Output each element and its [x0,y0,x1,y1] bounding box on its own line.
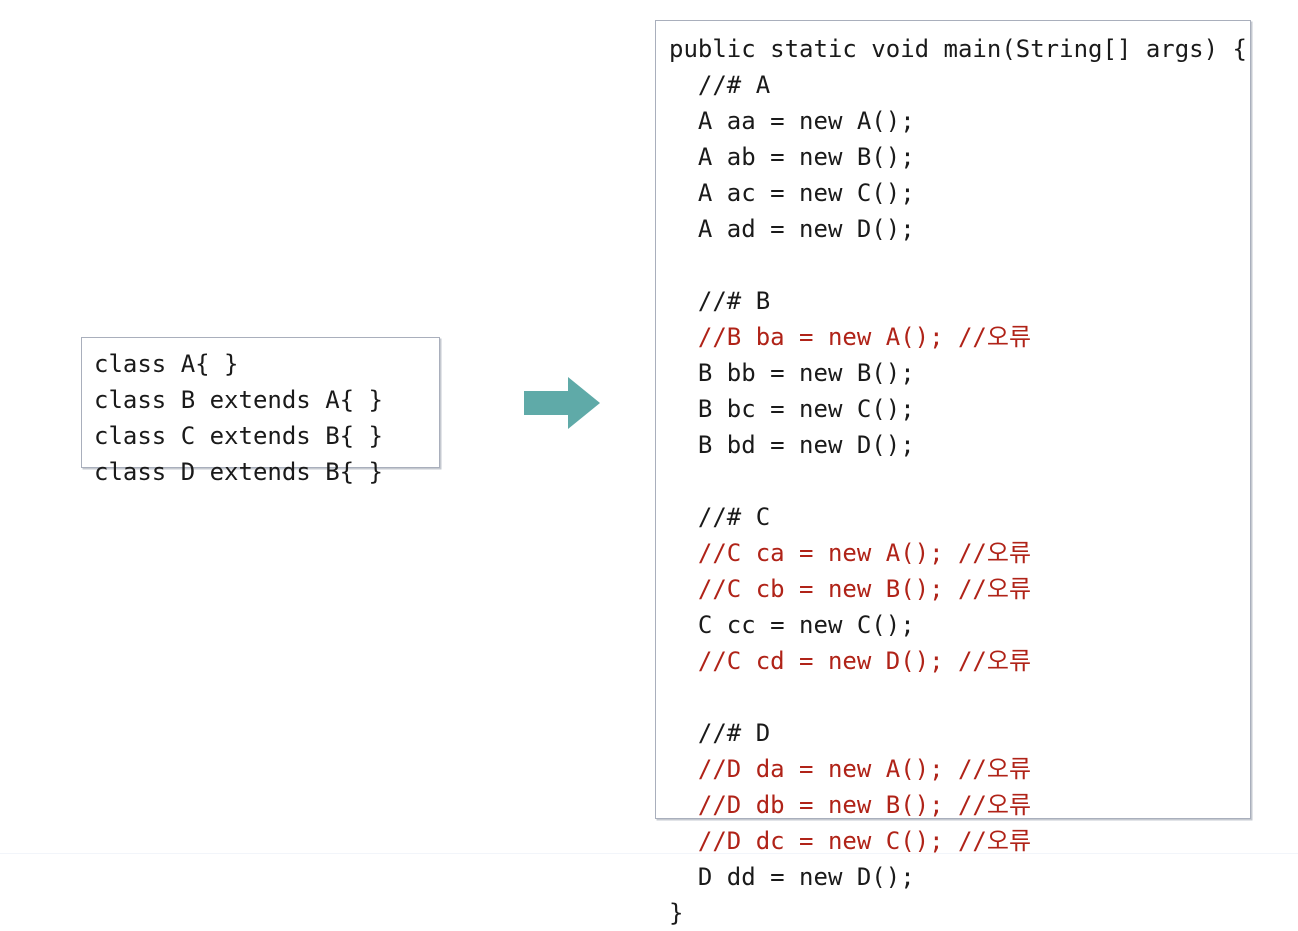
code-line: D dd = new D(); [669,863,915,891]
code-line: class D extends B{ } [94,458,383,486]
main-method-box: public static void main(String[] args) {… [655,20,1251,927]
code-line: A ab = new B(); [669,143,915,171]
code-line: B bb = new B(); [669,359,915,387]
main-method-lines: public static void main(String[] args) {… [669,31,1250,931]
code-line-blank [669,247,1250,283]
code-line: class B extends A{ } [94,386,383,414]
code-line-blank [669,463,1250,499]
code-line: B bc = new C(); [669,395,915,423]
arrow-right-shape [524,377,600,429]
code-line-error: //C cb = new B(); //오류 [669,575,1032,603]
code-line-blank [669,679,1250,715]
code-line-error: //D dc = new C(); //오류 [669,827,1032,855]
code-line-error: //B ba = new A(); //오류 [669,323,1032,351]
slide-bottom-rule [0,853,1298,854]
code-line: B bd = new D(); [669,431,915,459]
class-declaration-lines: class A{ } class B extends A{ } class C ex… [94,346,439,490]
code-line: //# B [669,287,771,315]
arrow-right-icon [524,377,600,429]
code-line: class A{ } [94,350,239,378]
code-line: //# D [669,719,771,747]
code-line-error: //D da = new A(); //오류 [669,755,1032,783]
code-line: A aa = new A(); [669,107,915,135]
code-line: } [669,899,684,927]
code-line: C cc = new C(); [669,611,915,639]
slide-canvas: class A{ } class B extends A{ } class C ex… [0,20,1298,927]
code-line: class C extends B{ } [94,422,383,450]
class-declaration-box: class A{ } class B extends A{ } class C ex… [81,337,440,486]
code-line: //# A [669,71,771,99]
code-line-error: //C ca = new A(); //오류 [669,539,1032,567]
code-line: //# C [669,503,771,531]
code-line: A ac = new C(); [669,179,915,207]
code-line: public static void main(String[] args) { [669,35,1247,63]
code-line: A ad = new D(); [669,215,915,243]
code-line-error: //C cd = new D(); //오류 [669,647,1032,675]
code-line-error: //D db = new B(); //오류 [669,791,1032,819]
